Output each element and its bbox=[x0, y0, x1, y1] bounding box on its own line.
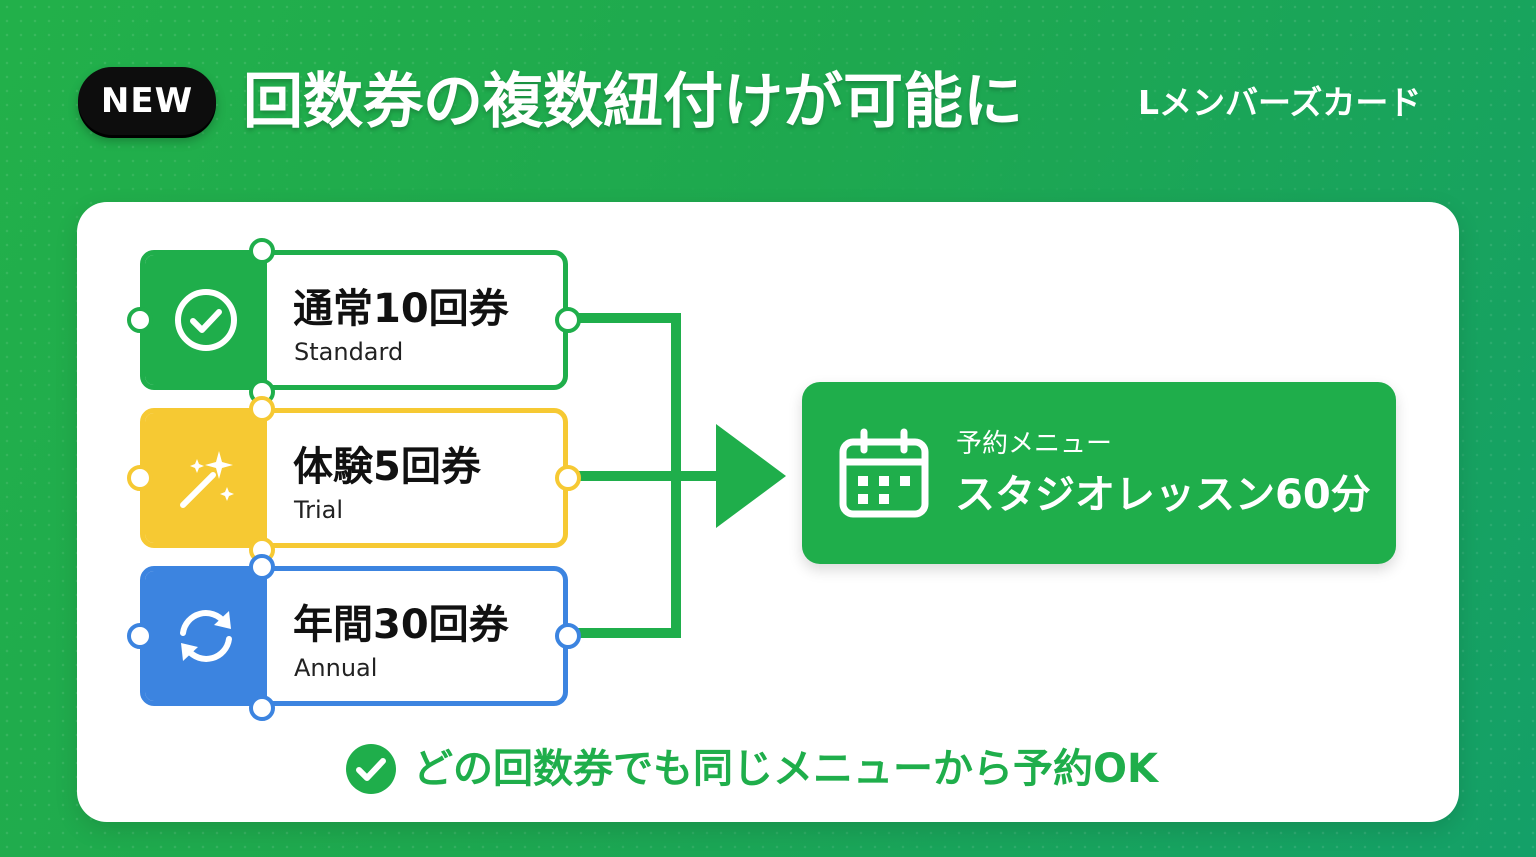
ticket-stub bbox=[145, 571, 267, 701]
ticket-trial: 体験5回券 Trial bbox=[140, 408, 568, 548]
ticket-name: 体験5回券 bbox=[293, 444, 481, 490]
ticket-subtitle: Standard bbox=[294, 338, 404, 366]
new-badge: NEW bbox=[78, 67, 216, 135]
page-title: 回数券の複数紐付けが可能に bbox=[243, 67, 1023, 137]
brand-name: Lメンバーズカード bbox=[1138, 83, 1422, 122]
footer-text: どの回数券でも同じメニューから予約OK bbox=[413, 746, 1158, 792]
ticket-subtitle: Annual bbox=[294, 654, 378, 682]
ticket-notch bbox=[127, 465, 153, 491]
check-circle-icon bbox=[346, 744, 396, 794]
check-circle-icon bbox=[175, 289, 237, 351]
arrow-right-icon bbox=[716, 424, 786, 528]
ticket-subtitle: Trial bbox=[294, 496, 344, 524]
ticket-notch bbox=[555, 465, 581, 491]
ticket-notch bbox=[127, 623, 153, 649]
calendar-icon bbox=[839, 428, 929, 518]
ticket-notch bbox=[249, 554, 275, 580]
reservation-menu-card: 予約メニュー スタジオレッスン60分 bbox=[802, 382, 1396, 564]
ticket-annual: 年間30回券 Annual bbox=[140, 566, 568, 706]
ticket-stub bbox=[145, 255, 267, 385]
magic-wand-icon bbox=[180, 451, 234, 508]
ticket-name: 通常10回券 bbox=[293, 286, 509, 332]
ticket-stub bbox=[145, 413, 267, 543]
refresh-icon bbox=[180, 610, 232, 662]
ticket-notch bbox=[249, 695, 275, 721]
menu-name: スタジオレッスン60分 bbox=[955, 472, 1371, 518]
ticket-notch bbox=[555, 307, 581, 333]
menu-label: 予約メニュー bbox=[956, 429, 1113, 459]
ticket-notch bbox=[555, 623, 581, 649]
ticket-notch bbox=[249, 396, 275, 422]
ticket-standard: 通常10回券 Standard bbox=[140, 250, 568, 390]
ticket-notch bbox=[249, 238, 275, 264]
ticket-notch bbox=[127, 307, 153, 333]
ticket-name: 年間30回券 bbox=[293, 602, 509, 648]
footer-note: どの回数券でも同じメニューから予約OK bbox=[345, 740, 1158, 798]
